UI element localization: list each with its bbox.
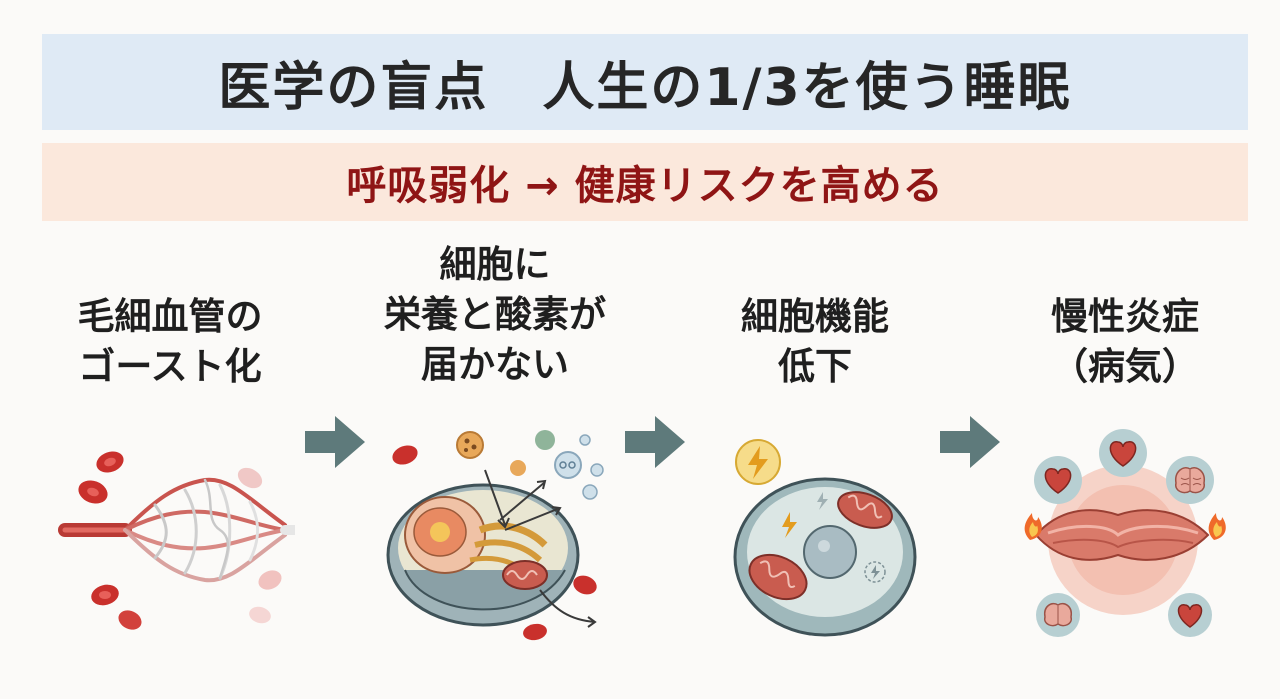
step-2-line-3: 届かない bbox=[421, 343, 569, 386]
step-3-line-2: 低下 bbox=[778, 345, 852, 388]
cell-icon bbox=[733, 477, 917, 637]
lightning-badge-icon bbox=[735, 439, 781, 485]
flow-arrow-3 bbox=[940, 416, 1000, 468]
cell-nutrient-illustration bbox=[386, 430, 604, 641]
mitochondria-icon bbox=[748, 491, 893, 601]
page-subtitle: 呼吸弱化 → 健康リスクを高める bbox=[346, 163, 944, 209]
step-4-label: 慢性炎症 （病気） bbox=[1010, 292, 1240, 392]
title-banner: 医学の盲点 人生の1/3を使う睡眠 bbox=[42, 34, 1248, 130]
subtitle-banner: 呼吸弱化 → 健康リスクを高める bbox=[42, 143, 1248, 221]
step-2-line-2: 栄養と酸素が bbox=[384, 293, 606, 336]
brain-organ-icon bbox=[1036, 456, 1214, 637]
step-3-line-1: 細胞機能 bbox=[741, 295, 889, 338]
blocked-arrow-icons bbox=[484, 469, 597, 628]
chronic-inflammation-illustration bbox=[1024, 429, 1226, 637]
capillary-network-icon bbox=[58, 477, 295, 583]
step-4-line-2: （病気） bbox=[1051, 345, 1199, 388]
flow-arrow-1 bbox=[305, 416, 365, 468]
page-title: 医学の盲点 人生の1/3を使う睡眠 bbox=[218, 57, 1072, 118]
flow-arrow-2 bbox=[625, 416, 685, 468]
ghost-capillary-illustration bbox=[58, 451, 295, 630]
step-3-label: 細胞機能 低下 bbox=[700, 292, 930, 392]
step-1-line-2: ゴースト化 bbox=[78, 345, 262, 388]
cell-dysfunction-illustration bbox=[733, 439, 917, 637]
heart-organ-icon bbox=[1034, 429, 1212, 637]
step-1-line-1: 毛細血管の bbox=[77, 295, 263, 338]
step-4-line-1: 慢性炎症 bbox=[1051, 295, 1199, 338]
step-2-line-1: 細胞に bbox=[439, 243, 551, 286]
cell-icon bbox=[386, 483, 580, 627]
nutrient-particle-icons bbox=[392, 430, 604, 641]
red-blood-cell-icons bbox=[78, 451, 282, 630]
step-1-label: 毛細血管の ゴースト化 bbox=[40, 292, 300, 392]
step-2-label: 細胞に 栄養と酸素が 届かない bbox=[360, 240, 630, 390]
flame-icon bbox=[1024, 513, 1226, 540]
inflamed-tissue-icon bbox=[1034, 509, 1210, 561]
